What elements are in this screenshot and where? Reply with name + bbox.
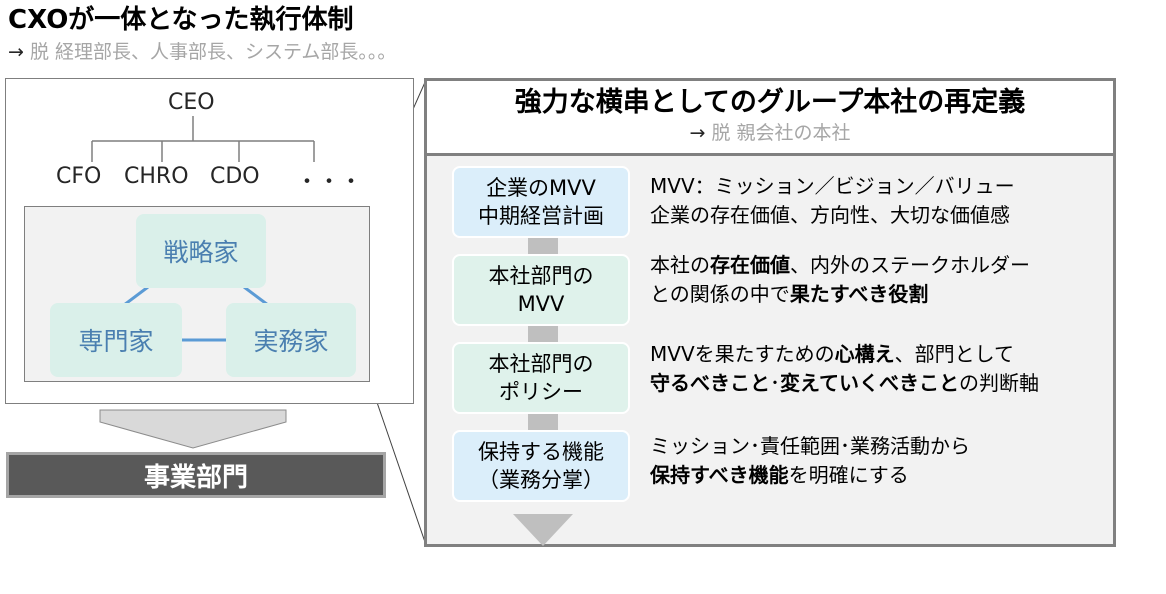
step-desc-line1: ミッション･責任範囲･業務活動から [650,434,970,458]
step-box-line1: 企業のMVV [486,176,596,200]
business-division-bar: 事業部門 [6,452,386,498]
step-desc-line2: 保持すべき機能を明確にする [650,463,909,487]
step-desc-line1: MVVを果たすための心構え、部門として [650,342,1015,366]
step-desc-functions: ミッション･責任範囲･業務活動から 保持すべき機能を明確にする [650,432,970,490]
page-title: CXOが一体となった執行体制 [8,5,354,35]
step-desc-line1: 本社の存在価値、内外のステークホルダー [650,253,1030,277]
emphasis: 保持すべき機能 [650,463,789,487]
step-connector-3 [528,414,558,430]
step-box-line2: ポリシー [499,380,583,404]
down-arrow-icon [99,409,287,449]
role-specialist: 専門家 [50,303,182,377]
step-connector-1 [528,238,558,254]
org-node-chro: CHRO [124,164,189,189]
org-node-more: ・・・ [296,170,363,195]
step-box-hq-mvv: 本社部門の MVV [452,254,630,326]
step-box-line2: 中期経営計画 [478,204,604,228]
step-box-functions: 保持する機能 （業務分掌） [452,430,630,502]
step-desc-line1: MVV：ミッション／ビジョン／バリュー [650,174,1015,198]
callout-line-bottom [369,381,427,546]
step-desc-line2: との関係の中で果たすべき役割 [650,282,929,306]
step-box-line1: 本社部門の [488,352,594,376]
role-practitioner: 実務家 [226,303,356,377]
step-connector-2 [528,326,558,342]
emphasis: 果たすべき役割 [789,282,929,306]
step-desc-company-mvv: MVV：ミッション／ビジョン／バリュー 企業の存在価値、方向性、大切な価値感 [650,172,1015,230]
role-line-strategist-practitioner [243,285,269,307]
group-hq-heading: 強力な横串としてのグループ本社の再定義 [514,87,1026,118]
step-box-company-mvv: 企業のMVV 中期経営計画 [452,166,630,238]
step-box-line2: （業務分掌） [478,468,604,492]
org-node-cdo: CDO [210,164,260,189]
subtitle-text: 脱 経理部長、人事部長、システム部長。。。 [23,41,397,63]
subheading-text: 脱 親会社の本社 [705,122,851,144]
step-box-hq-policy: 本社部門の ポリシー [452,342,630,414]
group-hq-subheading: → 脱 親会社の本社 [427,120,1113,146]
role-line-strategist-specialist [123,285,149,307]
org-node-ceo: CEO [168,90,215,115]
emphasis: 存在価値 [710,253,790,277]
step-end-arrow-icon [513,514,573,546]
step-desc-hq-policy: MVVを果たすための心構え、部門として 守るべきこと･変えていくべきことの判断軸 [650,340,1039,398]
page-subtitle: → 脱 経理部長、人事部長、システム部長。。。 [8,40,396,64]
step-desc-line2: 守るべきこと･変えていくべきことの判断軸 [650,371,1039,395]
subheading-arrow: → [689,122,706,144]
step-box-line1: 本社部門の [488,264,594,288]
emphasis: 心構え [834,342,895,366]
emphasis: 守るべきこと [650,371,770,395]
step-box-line2: MVV [517,292,565,316]
emphasis: 変えていくべきこと [780,371,959,395]
org-node-cfo: CFO [56,164,102,189]
step-desc-hq-mvv: 本社の存在価値、内外のステークホルダー との関係の中で果たすべき役割 [650,251,1030,309]
step-box-line1: 保持する機能 [478,440,604,464]
role-strategist: 戦略家 [136,214,266,288]
subtitle-arrow: → [8,41,24,63]
group-hq-header [427,81,1113,156]
step-desc-line2: 企業の存在価値、方向性、大切な価値感 [650,203,1010,227]
